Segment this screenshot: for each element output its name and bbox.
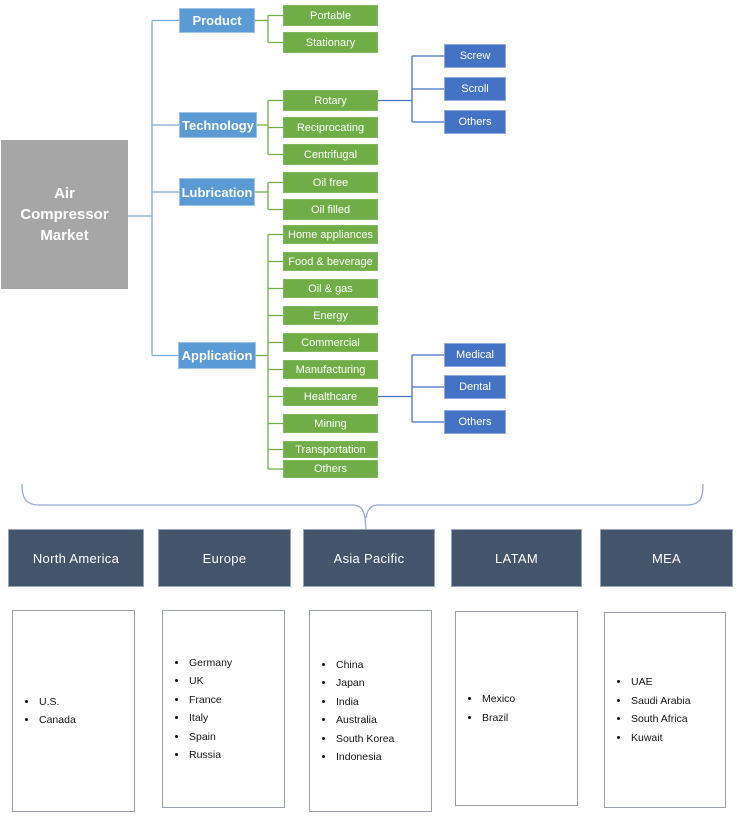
- region-countries-mea: UAE Saudi Arabia South Africa Kuwait: [604, 612, 726, 808]
- segment-healthcare: Healthcare: [283, 387, 378, 406]
- product-bracket: [255, 14, 283, 44]
- category-lubrication: Lubrication: [179, 178, 255, 206]
- segment-commercial: Commercial: [283, 333, 378, 352]
- country-item: Kuwait: [630, 729, 691, 748]
- country-item: Brazil: [481, 709, 515, 728]
- subsegment-others-healthcare: Others: [444, 410, 506, 434]
- segment-mining: Mining: [283, 414, 378, 433]
- country-item: South Africa: [630, 710, 691, 729]
- root-node-air-compressor-market: Air Compressor Market: [1, 140, 128, 289]
- country-item: Australia: [335, 711, 394, 730]
- country-item: France: [188, 691, 232, 710]
- segment-reciprocating: Reciprocating: [283, 117, 378, 138]
- category-application: Application: [178, 342, 256, 369]
- segment-oil-gas: Oil & gas: [283, 279, 378, 298]
- region-countries-asia-pacific: China Japan India Australia South Korea …: [309, 610, 432, 812]
- region-header-europe: Europe: [158, 529, 291, 587]
- region-header-mea: MEA: [600, 529, 733, 587]
- country-item: Russia: [188, 746, 232, 765]
- country-item: Spain: [188, 728, 232, 747]
- country-item: Germany: [188, 654, 232, 673]
- region-header-latam: LATAM: [451, 529, 582, 587]
- subsegment-medical: Medical: [444, 343, 506, 367]
- subsegment-scroll: Scroll: [444, 77, 506, 101]
- category-technology: Technology: [179, 112, 257, 138]
- segment-energy: Energy: [283, 306, 378, 325]
- country-item: Saudi Arabia: [630, 692, 691, 711]
- segment-home-appliances: Home appliances: [283, 225, 378, 244]
- technology-bracket: [257, 99, 283, 156]
- country-item: U.S.: [38, 693, 76, 712]
- country-item: South Korea: [335, 730, 394, 749]
- country-item: China: [335, 656, 394, 675]
- region-header-asia-pacific: Asia Pacific: [303, 529, 435, 587]
- country-item: UAE: [630, 673, 691, 692]
- segment-manufacturing: Manufacturing: [283, 360, 378, 379]
- rotary-bracket: [378, 55, 444, 123]
- country-item: Indonesia: [335, 748, 394, 767]
- region-brace: [21, 483, 704, 530]
- country-item: India: [335, 693, 394, 712]
- segment-transportation: Transportation: [283, 441, 378, 458]
- country-item: Italy: [188, 709, 232, 728]
- segment-centrifugal: Centrifugal: [283, 144, 378, 165]
- segment-food-beverage: Food & beverage: [283, 252, 378, 271]
- subsegment-screw: Screw: [444, 44, 506, 68]
- subsegment-dental: Dental: [444, 375, 506, 399]
- healthcare-bracket: [378, 354, 444, 423]
- lubrication-bracket: [255, 181, 283, 211]
- country-item: Japan: [335, 674, 394, 693]
- category-product: Product: [179, 8, 255, 33]
- country-item: UK: [188, 672, 232, 691]
- segment-rotary: Rotary: [283, 90, 378, 111]
- segment-others-application: Others: [283, 460, 378, 478]
- application-bracket: [256, 233, 283, 470]
- segment-oil-free: Oil free: [283, 172, 378, 193]
- segment-portable: Portable: [283, 5, 378, 26]
- trunk-connector: [128, 19, 179, 357]
- region-countries-europe: Germany UK France Italy Spain Russia: [162, 610, 285, 808]
- country-item: Mexico: [481, 690, 515, 709]
- subsegment-others-rotary: Others: [444, 110, 506, 134]
- country-item: Canada: [38, 711, 76, 730]
- region-header-north-america: North America: [8, 529, 144, 587]
- segment-stationary: Stationary: [283, 32, 378, 53]
- region-countries-latam: Mexico Brazil: [455, 611, 578, 806]
- segment-oil-filled: Oil filled: [283, 199, 378, 220]
- region-countries-north-america: U.S. Canada: [12, 610, 135, 812]
